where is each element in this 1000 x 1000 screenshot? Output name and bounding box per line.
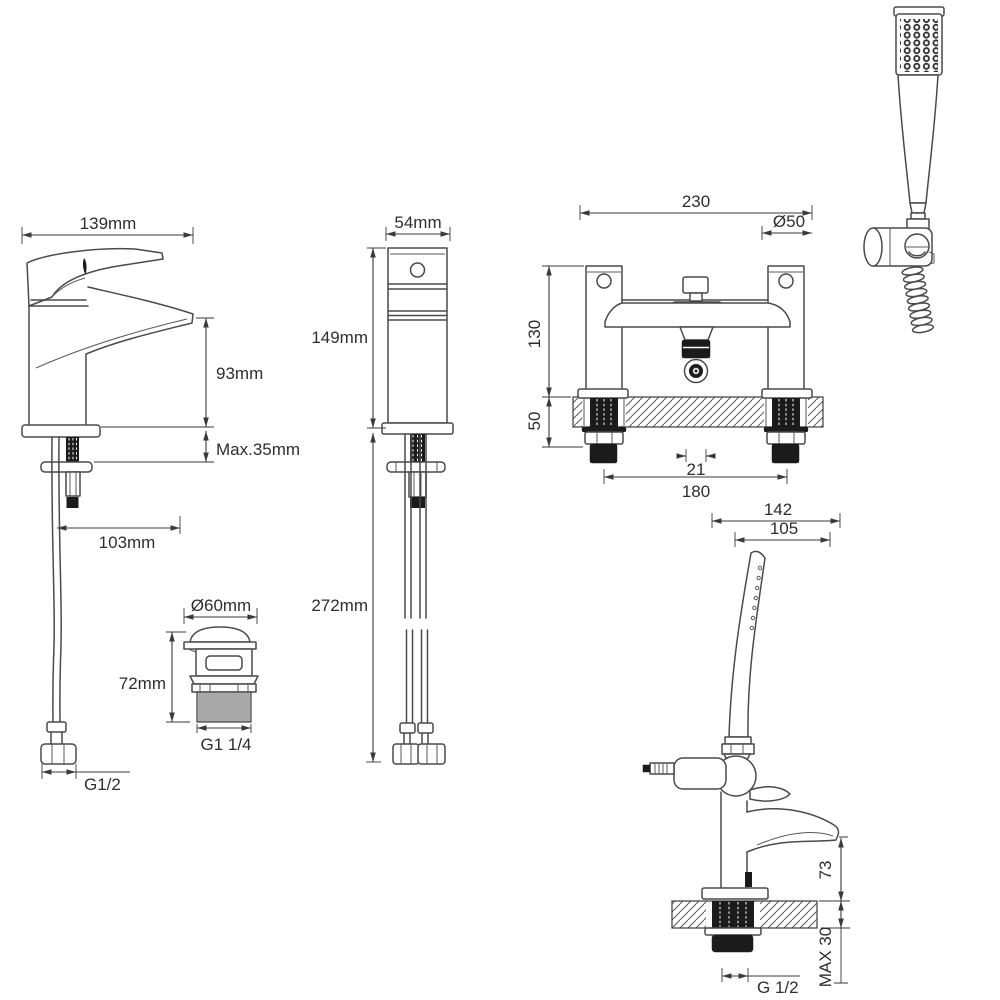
dim-label-waste-thread: G1 1/4: [200, 735, 251, 754]
dim-label-waste-height: 72mm: [119, 674, 166, 693]
dim-label-front-body-height: 149mm: [311, 328, 368, 347]
dim-waste-diameter: Ø60mm: [183, 596, 258, 624]
dim-bath-overall-width: 230: [579, 192, 813, 220]
dim-label-basin-spout-height: 93mm: [216, 364, 263, 383]
shower-handle-cone: [909, 202, 927, 214]
dim-label-side-thread: G 1/2: [757, 978, 799, 997]
basin-body-spout: [28, 286, 194, 426]
dim-label-side-overall-reach: 142: [764, 500, 792, 519]
dim-basin-spout-height: 93mm: [101, 317, 263, 428]
dim-label-bath-flange-diameter: Ø50: [773, 212, 805, 231]
side-valve-body: [642, 755, 791, 802]
dim-side-thread: G 1/2: [721, 968, 800, 997]
dim-front-body-height: 149mm: [311, 247, 386, 429]
dim-label-bath-height-above: 130: [525, 320, 544, 348]
dim-label-front-width: 54mm: [394, 213, 441, 232]
basin-handle: [26, 247, 164, 307]
dim-basin-width: 139mm: [21, 214, 194, 244]
dim-label-basin-reach: 103mm: [99, 533, 156, 552]
dim-bath-outlet: 21: [676, 449, 716, 479]
bath-tails: [581, 398, 809, 464]
dim-bath-heights: 130 50: [525, 265, 584, 448]
dim-waste-thread: G1 1/4: [196, 724, 252, 754]
dim-bath-centres: 180: [603, 469, 788, 501]
shower-handle-band: [910, 212, 926, 220]
dim-waste-height: 72mm: [119, 631, 190, 723]
dim-basin-max-deck: Max.35mm: [94, 431, 300, 463]
shower-nozzle-face: [900, 19, 938, 72]
basin-base-fittings: [21, 424, 101, 765]
dim-label-basin-width: 139mm: [80, 214, 137, 233]
dim-label-bath-outlet: 21: [687, 460, 706, 479]
dim-label-basin-max-deck: Max.35mm: [216, 440, 300, 459]
bath-mixer-side-view: 142 105: [642, 500, 850, 997]
dim-label-front-hose-length: 272mm: [311, 596, 368, 615]
dim-front-hose-length: 272mm: [311, 433, 381, 763]
side-deck-tail: [671, 900, 818, 953]
dim-basin-thread: G1/2: [41, 764, 130, 794]
popup-waste-view: Ø60mm 72mm G1 1/4: [119, 596, 259, 754]
basin-front-tail: [386, 433, 446, 765]
dim-front-width: 54mm: [385, 213, 451, 241]
dim-label-basin-thread: G1/2: [84, 775, 121, 794]
waste-body: [183, 626, 259, 723]
shower-hose-coil: [901, 266, 935, 334]
basin-mixer-side-view: 139mm: [21, 214, 300, 794]
basin-front-body: [381, 247, 454, 435]
dim-side-heights: 73 MAX 30: [816, 836, 850, 987]
dim-label-bath-height-below: 50: [525, 412, 544, 431]
dim-label-waste-diameter: Ø60mm: [191, 596, 251, 615]
dim-side-spout-reach: 105: [734, 519, 831, 547]
dim-bath-flange-diameter: Ø50: [761, 212, 812, 240]
bath-pillars-bridge: [585, 265, 805, 393]
bath-mixer-front-view: 230 Ø50: [525, 192, 824, 501]
hand-shower-view: [863, 6, 945, 334]
dim-label-side-spout-reach: 105: [770, 519, 798, 538]
basin-mixer-front-view: 54mm: [311, 213, 454, 765]
dim-label-bath-overall-width: 230: [682, 192, 710, 211]
side-riser-spout: [701, 791, 840, 900]
shower-handle: [897, 74, 939, 204]
dim-label-bath-centres: 180: [682, 482, 710, 501]
side-handset-wand: [721, 550, 766, 761]
dim-label-side-spout-height: 73: [816, 861, 835, 880]
dim-basin-reach: 103mm: [57, 516, 181, 552]
dim-side-overall-reach: 142: [711, 500, 841, 528]
shower-bracket: [863, 218, 935, 267]
dim-label-side-max-deck: MAX 30: [816, 927, 835, 987]
